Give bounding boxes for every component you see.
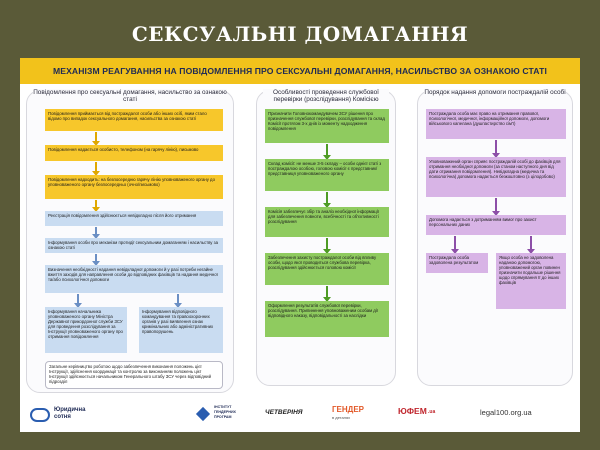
- column-title: Повідомлення про сексуальні домагання, н…: [33, 89, 227, 104]
- step-box: Якщо особа не задоволена наданою допомог…: [496, 253, 566, 309]
- logo-gender-details-line2: в деталях: [332, 415, 351, 420]
- flow-arrow: [323, 144, 331, 160]
- step-box: Реєстрація повідомлення здійснюється нев…: [45, 211, 223, 226]
- flow-arrow: [92, 162, 100, 176]
- flow-arrow: [92, 227, 100, 239]
- flow-arrow: [323, 192, 331, 208]
- column-investigation: Особливості проведення службової перевір…: [256, 89, 396, 386]
- logo-gender-institute-line3: ПРОГРАМ: [214, 415, 232, 419]
- step-box: Склад комісії: не менше 3-5 складу – осо…: [265, 159, 389, 191]
- column-assistance: Порядок надання допомоги постраждалій ос…: [417, 89, 573, 386]
- flow-arrow: [174, 294, 182, 308]
- step-box: Повідомлення надходить: на безпосередню …: [45, 175, 223, 199]
- step-box: Повідомлення приймається від постраждало…: [45, 109, 223, 131]
- step-box: Інформування особи про механізм протидії…: [45, 238, 223, 253]
- logo-yufem: ЮФЕМ: [398, 406, 427, 416]
- flow-arrow: [527, 236, 535, 254]
- flow-arrow: [323, 238, 331, 254]
- flow-arrow: [323, 286, 331, 302]
- flow-arrow: [92, 254, 100, 266]
- step-box: Визначення необхідності надання невідкла…: [45, 265, 223, 293]
- flow-arrow: [492, 140, 500, 158]
- logo-yufem-suffix: .ua: [428, 409, 436, 415]
- gender-institute-logo-icon: [195, 406, 211, 422]
- flow-arrow: [451, 236, 459, 254]
- infographic-poster: МЕХАНІЗМ РЕАГУВАННЯ НА ПОВІДОМЛЕННЯ ПРО …: [20, 58, 580, 432]
- poster-heading: МЕХАНІЗМ РЕАГУВАННЯ НА ПОВІДОМЛЕННЯ ПРО …: [20, 58, 580, 84]
- step-box: Призначити Головнокомандувачем ЗСУ рішен…: [265, 109, 389, 143]
- flow-arrow: [492, 198, 500, 216]
- step-box: Забезпечення захисту постраждалої особи …: [265, 253, 389, 285]
- logo-gender-details-line1: ГЕНДЕР: [332, 405, 365, 414]
- step-box: Оформлення результатів службової перевір…: [265, 301, 389, 337]
- site-link[interactable]: legal100.org.ua: [480, 408, 532, 417]
- legal-hundred-logo-icon: [30, 408, 50, 422]
- slide-title: СЕКСУАЛЬНІ ДОМАГАННЯ: [131, 22, 469, 46]
- step-box: Комісія забезпечує збір та аналіз необхі…: [265, 207, 389, 237]
- logo-legal-hundred-line2: сотня: [54, 414, 71, 420]
- step-box: Уповноважений орган сприяє постраждалій …: [426, 157, 566, 197]
- step-box: Повідомлення надається особисто, телефон…: [45, 145, 223, 161]
- footer-logos: Юридична сотня ІНСТИТУТ ГЕНДЕРНИХ ПРОГРА…: [20, 402, 580, 432]
- logo-gender-institute-line1: ІНСТИТУТ: [214, 405, 232, 409]
- logo-legal-hundred-line1: Юридична: [54, 407, 86, 413]
- column-title: Особливості проведення службової перевір…: [263, 89, 389, 104]
- flow-arrow: [74, 294, 82, 308]
- step-box: Допомога надається з дотриманням вимог п…: [426, 215, 566, 235]
- logo-chetverinya: ЧЕТВЕРІНЯ: [265, 409, 303, 416]
- step-box: Постраждала особа має право на отримання…: [426, 109, 566, 139]
- step-box: Постраждала особа задоволена результатом: [426, 253, 488, 273]
- flow-arrow: [92, 200, 100, 212]
- flow-arrow: [92, 132, 100, 146]
- step-box: Інформування начальника уповноваженого о…: [45, 307, 127, 353]
- step-box: Інформування відповідного командування т…: [139, 307, 223, 353]
- column-report: Повідомлення про сексуальні домагання, н…: [26, 89, 234, 393]
- logo-gender-institute-line2: ГЕНДЕРНИХ: [214, 410, 236, 414]
- column-title: Порядок надання допомоги постраждалій ос…: [424, 89, 566, 97]
- note-box: Загальне керівництво роботою щодо забезп…: [45, 361, 223, 389]
